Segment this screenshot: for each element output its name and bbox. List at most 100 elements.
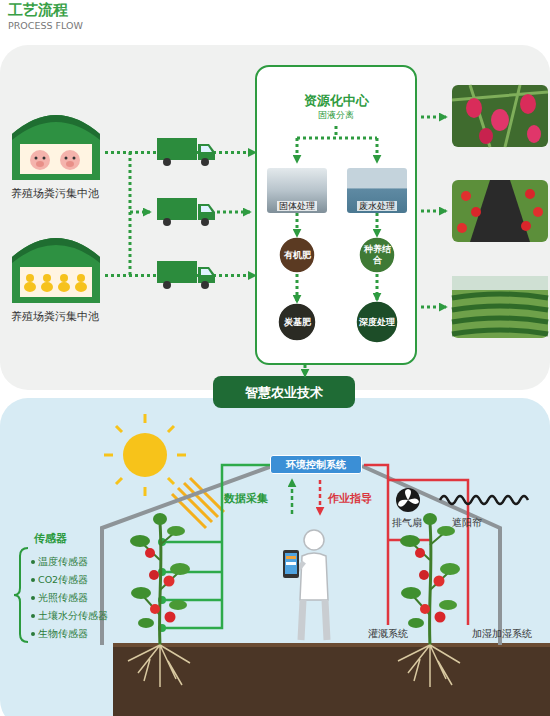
barn-icon: [58, 282, 70, 292]
circle-shape: [356, 301, 398, 343]
node-title: 养殖场粪污集中池: [9, 310, 101, 323]
sensor-dot: [158, 538, 166, 632]
crop-photo: [452, 294, 548, 334]
crop-photo: [452, 85, 548, 147]
crop-photo: [533, 207, 543, 217]
sensor-item: 土壤水分传感器: [38, 610, 108, 621]
crop-photo: [452, 180, 548, 242]
greenhouse-frame: [102, 466, 272, 645]
node-title: 智慧农业技术: [243, 385, 325, 400]
circle-outline: [355, 300, 550, 716]
sensor-dot: [158, 538, 166, 546]
barn-icon: [77, 274, 85, 282]
bracket: [14, 548, 35, 642]
barn-icon: [12, 238, 100, 303]
soil: [113, 643, 550, 647]
crop-photo: [452, 85, 548, 147]
bracket: [31, 632, 35, 636]
truck-icon: [201, 158, 209, 166]
barn-icon: [41, 282, 53, 292]
sun: [104, 414, 186, 496]
sunlight-rays: [172, 478, 224, 528]
flow-connector: [105, 274, 255, 277]
truck-icon: [157, 198, 197, 220]
crop-photo: [479, 128, 493, 144]
soil: [113, 643, 550, 716]
product-circle: 种养结合: [358, 236, 396, 274]
flow-arrow: [421, 210, 446, 213]
control-wire: [364, 465, 388, 625]
truck-icon: [157, 138, 197, 160]
crop-photo: [471, 207, 481, 217]
crop-photo: [527, 125, 541, 143]
node-title: 炭基肥: [282, 317, 313, 328]
circle-outline: [278, 236, 550, 716]
sensor-dot: [158, 596, 166, 604]
flow-arrow: [421, 306, 446, 309]
barn-icon: [12, 115, 100, 180]
barn-icon: [12, 238, 100, 303]
exhaust-fan: [396, 488, 420, 512]
bracket: [31, 596, 35, 600]
process-photo-node: 废水处理: [347, 168, 407, 213]
product-circle: 有机肥: [278, 236, 316, 274]
bracket: [14, 548, 28, 642]
flow-connector: [304, 365, 307, 376]
barn-icon: [43, 274, 51, 282]
truck-icon: [163, 218, 171, 226]
truck-icon: [163, 281, 171, 289]
sun: [123, 433, 167, 477]
crop-photo: [452, 276, 548, 290]
info-arrow: [291, 480, 294, 514]
truck-icon: [201, 269, 212, 275]
sensor-item: CO2传感器: [38, 574, 88, 585]
sun: [104, 414, 186, 496]
sensor-dot: [158, 624, 166, 632]
truck-icon: [201, 218, 209, 226]
circle-shape: [278, 303, 316, 341]
barn-icon: [26, 274, 34, 282]
flow-arrow: [130, 211, 150, 214]
barn-icon: [24, 282, 36, 292]
circle-shape: [359, 237, 395, 273]
device-label: 遮阳帘: [452, 517, 482, 528]
node-title: 有机肥: [282, 250, 313, 261]
crop-photo: [452, 85, 548, 147]
info-arrow: [292, 480, 320, 514]
barn-icon: [60, 150, 80, 170]
flow-connector: [105, 151, 255, 154]
circle-shape: [279, 237, 315, 273]
device-label: 加湿加湿系统: [472, 628, 532, 639]
barn-node: 养殖场粪污集中池: [5, 105, 105, 200]
farmer-figure: [283, 530, 328, 640]
node-title: 固体处理: [277, 201, 317, 211]
product-circle: 炭基肥: [277, 302, 317, 342]
node-subtitle: 固液分离: [316, 110, 356, 121]
truck-icon: [157, 261, 197, 283]
sunlight-rays: [178, 488, 212, 522]
bottom-panel: [0, 398, 550, 716]
bracket: [31, 614, 35, 618]
node-title: 养殖场粪污集中池: [9, 187, 101, 200]
flow-arrow: [421, 116, 446, 119]
top-panel: [0, 45, 550, 390]
barn-icon: [75, 282, 87, 292]
barn-icon: [20, 267, 92, 297]
barn-icon: [12, 115, 100, 180]
crop-photo: [457, 223, 467, 233]
farmer-figure: [296, 562, 304, 572]
farmer-figure: [304, 530, 324, 550]
info-arrow: [319, 480, 322, 514]
node-title: 种养结合: [358, 244, 396, 266]
truck-icon: [157, 261, 215, 289]
barn-icon: [12, 115, 100, 140]
farmer-figure: [301, 600, 327, 640]
sensor-heading: 传感器: [34, 532, 67, 545]
subtitle: PROCESS FLOW: [8, 20, 83, 31]
bracket: [31, 578, 35, 582]
sensor-wire: [162, 465, 270, 628]
crop-photo: [520, 94, 536, 114]
sunlight-rays: [184, 483, 218, 517]
sensor-item: 光照传感器: [38, 592, 88, 603]
